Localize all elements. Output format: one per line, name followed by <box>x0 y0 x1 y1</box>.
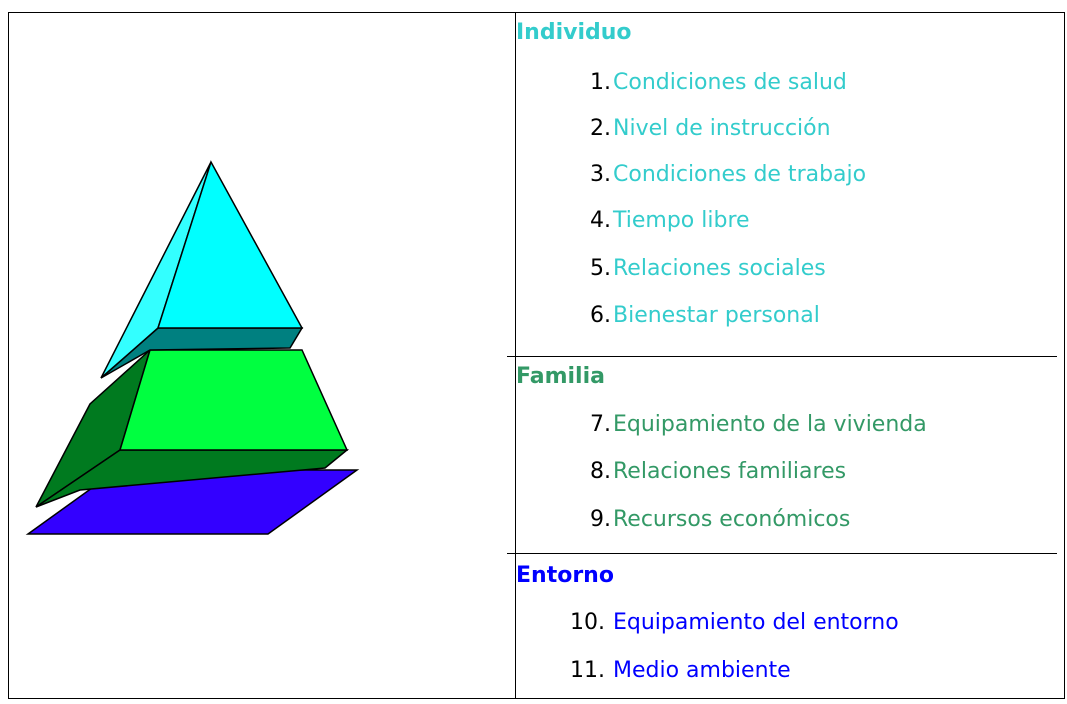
item-label: Recursos económicos <box>613 507 851 532</box>
item-number: 1. <box>590 70 611 95</box>
item-number: 10. <box>570 610 605 635</box>
item-label: Bienestar personal <box>613 303 820 328</box>
pyramid-top-face-individuo <box>156 160 304 329</box>
item-number: 3. <box>590 162 611 187</box>
list-item: 2. Nivel de instrucción <box>507 116 1055 162</box>
list-item: 1. Condiciones de salud <box>507 70 1055 116</box>
pyramid-diagram <box>25 160 360 535</box>
item-label: Equipamiento del entorno <box>613 610 899 635</box>
item-label: Relaciones familiares <box>613 459 847 484</box>
section-divider <box>507 356 1057 357</box>
list-item: 4. Tiempo libre <box>507 208 1055 254</box>
column-divider <box>515 13 516 698</box>
item-number: 2. <box>590 116 611 141</box>
list-item: 5. Relaciones sociales <box>507 256 1055 302</box>
list-item: 6. Bienestar personal <box>507 303 1055 349</box>
list-item: 3. Condiciones de trabajo <box>507 162 1055 208</box>
item-number: 6. <box>590 303 611 328</box>
section-divider <box>507 553 1057 554</box>
group-title-entorno: Entorno <box>516 563 614 588</box>
pyramid-middle-bottom <box>35 449 350 508</box>
list-item: 9. Recursos económicos <box>507 507 1055 553</box>
item-number: 9. <box>590 507 611 532</box>
item-label: Condiciones de salud <box>613 70 847 95</box>
item-label: Tiempo libre <box>613 208 750 233</box>
item-label: Condiciones de trabajo <box>613 162 867 187</box>
list-item: 11. Medio ambiente <box>507 658 1055 704</box>
group-title-familia: Familia <box>516 364 605 389</box>
list-item: 8. Relaciones familiares <box>507 459 1055 505</box>
group-individuo: Individuo 1. Condiciones de salud 2. Niv… <box>507 12 1055 355</box>
item-label: Medio ambiente <box>613 658 791 683</box>
item-label: Relaciones sociales <box>613 256 826 281</box>
list-item: 7. Equipamiento de la vivienda <box>507 412 1055 458</box>
group-entorno: Entorno 10. Equipamiento del entorno 11.… <box>507 554 1055 697</box>
group-title-individuo: Individuo <box>516 20 632 45</box>
item-number: 8. <box>590 459 611 484</box>
item-number: 4. <box>590 208 611 233</box>
pyramid-middle-face-familia <box>118 349 349 451</box>
group-familia: Familia 7. Equipamiento de la vivienda 8… <box>507 357 1055 552</box>
item-number: 5. <box>590 256 611 281</box>
item-label: Nivel de instrucción <box>613 116 831 141</box>
item-number: 11. <box>570 658 605 683</box>
list-item: 10. Equipamiento del entorno <box>507 610 1055 656</box>
item-number: 7. <box>590 412 611 437</box>
item-label: Equipamiento de la vivienda <box>613 412 927 437</box>
